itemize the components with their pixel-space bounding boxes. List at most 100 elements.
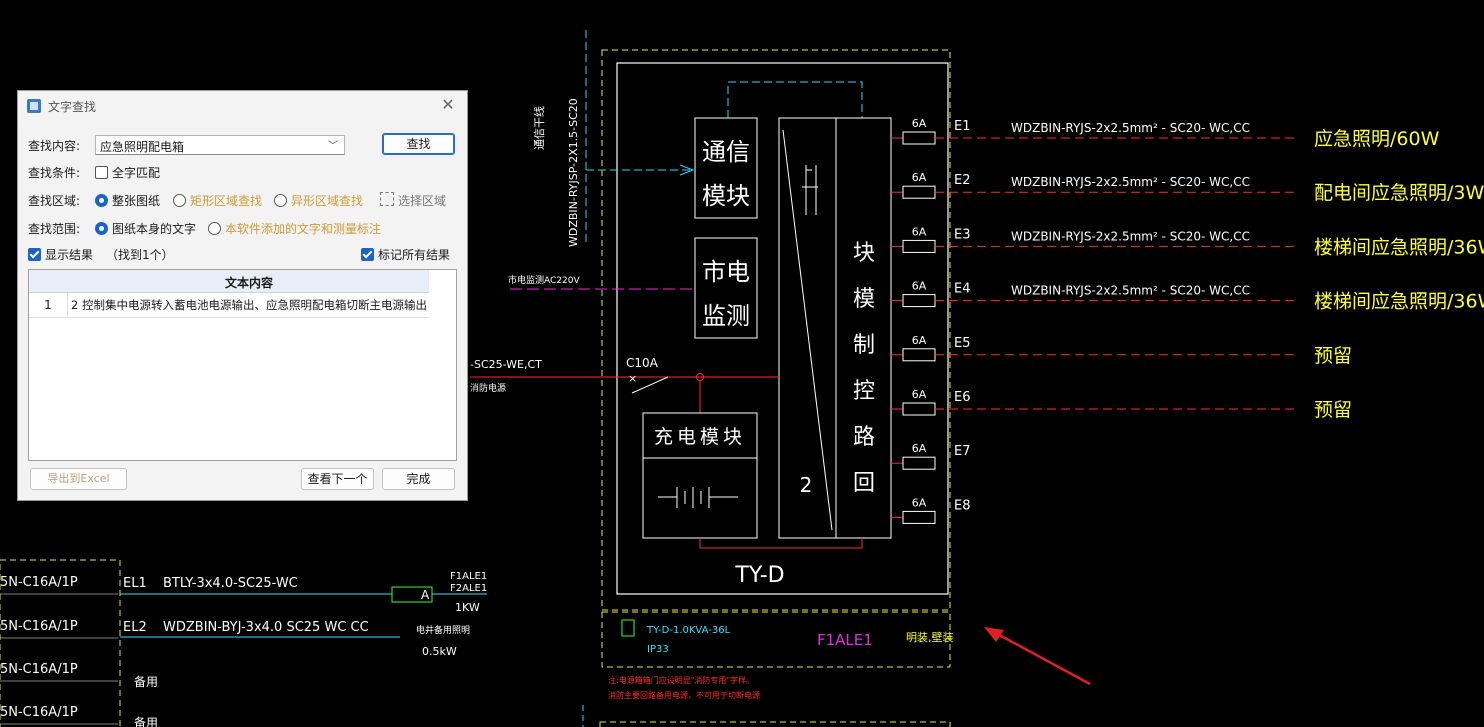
- battery-return-line: [699, 538, 863, 549]
- circuit-load: 预留: [1314, 399, 1352, 421]
- fuse-label: 6A: [912, 334, 927, 347]
- comm-cable-label: WDZBIN-RYJSP-2X1.5-SC20: [567, 98, 580, 247]
- box-outline-dashed: [601, 49, 951, 611]
- mains-module-line1: 市电: [702, 258, 750, 286]
- mains-module-box: [694, 237, 758, 339]
- charge-module-label: 充电模块: [654, 426, 746, 448]
- area-irregular-radio[interactable]: [274, 194, 287, 207]
- row-number: 1: [29, 293, 68, 317]
- chevron-down-icon[interactable]: ﹀: [328, 141, 338, 152]
- table-header-text: 文本内容: [224, 276, 273, 290]
- fuse-label: 6A: [912, 388, 927, 401]
- breaker-cross-icon: ×: [628, 372, 637, 385]
- circuit-cable: WDZBIN-RYJS-2x2.5mm² - SC20- WC,CC: [1011, 175, 1250, 189]
- el2-cable: WDZBIN-BYJ-3x4.0 SC25 WC CC: [163, 620, 369, 635]
- spare-label: 备用: [134, 675, 158, 689]
- fuse-box: [902, 185, 936, 199]
- fuse-box: [902, 402, 936, 416]
- circuit-load: 楼梯间应急照明/36W: [1314, 236, 1484, 258]
- circuit-list: 6A E1 应急照明/60W WDZBIN-RYJS-2x2.5mm² - SC20-…: [891, 117, 1484, 524]
- fuse-box: [902, 510, 936, 524]
- box-mount-label: 明装,壁装: [906, 630, 954, 644]
- mark-all-label: 标记所有结果: [378, 248, 451, 262]
- row-text: 2 控制集中电源转入蓄电池电源输出、应急照明配电箱切断主电源输出: [71, 298, 427, 312]
- box-id-label: F1ALE1: [817, 631, 873, 649]
- dialog-titlebar[interactable]: 文字查找 ✕: [18, 91, 467, 121]
- area-irregular-label: 异形区域查找: [291, 194, 364, 208]
- show-result-checkbox[interactable]: [28, 248, 41, 261]
- circuit-id: E3: [954, 227, 971, 242]
- comm-bus-line: [727, 81, 863, 118]
- whole-match-checkbox[interactable]: [95, 166, 108, 179]
- find-content-combo[interactable]: 应急照明配电箱 ﹀: [95, 135, 345, 155]
- find-button[interactable]: 查找: [382, 133, 455, 155]
- area-rect-label: 矩形区域查找: [190, 194, 263, 208]
- box-inner-frame: [616, 62, 949, 595]
- comm-module-line1: 通信: [702, 138, 750, 166]
- loop-module-char: 回: [853, 471, 875, 496]
- circuit-id: E5: [954, 336, 971, 351]
- circuit-id: E6: [954, 390, 971, 405]
- junction-node: [696, 373, 704, 381]
- circuit-cable: WDZBIN-RYJS-2x2.5mm² - SC20- WC,CC: [1011, 229, 1250, 243]
- find-content-value: 应急照明配电箱: [100, 140, 185, 154]
- done-button[interactable]: 完成: [382, 468, 455, 490]
- show-result-label: 显示结果: [45, 248, 94, 262]
- fuse-box: [902, 348, 936, 362]
- feed-cable-label: -SC25-WE,CT: [470, 358, 542, 371]
- box-info-frame: [601, 611, 951, 668]
- find-content-label: 查找内容:: [28, 139, 81, 153]
- loop-module-char: 制: [853, 333, 875, 358]
- mains-monitor-label: 市电监测AC220V: [508, 274, 580, 286]
- scope-added-radio[interactable]: [208, 222, 221, 235]
- circuit-id: E2: [954, 173, 971, 188]
- area-rect-radio[interactable]: [173, 194, 186, 207]
- circuit-load: 应急照明/60W: [1314, 128, 1440, 150]
- spare-label: 备用: [134, 716, 158, 727]
- fuse-box: [902, 456, 936, 470]
- table-row[interactable]: 1 2 控制集中电源转入蓄电池电源输出、应急照明配电箱切断主电源输出: [29, 293, 429, 318]
- circuit-cable: WDZBIN-RYJS-2x2.5mm² - SC20- WC,CC: [1011, 121, 1250, 135]
- mark-all-checkbox[interactable]: [361, 248, 374, 261]
- export-excel-button[interactable]: 导出到Excel: [30, 468, 127, 490]
- fuse-label: 6A: [912, 442, 927, 455]
- area-whole-radio[interactable]: [95, 194, 108, 207]
- result-table[interactable]: 文本内容 1 2 控制集中电源转入蓄电池电源输出、应急照明配电箱切断主电源输出: [28, 269, 457, 461]
- lower-breaker-label: 5N-C16A/1P: [0, 575, 78, 590]
- loop-module-char: 控: [853, 379, 875, 404]
- fuse-box: [902, 294, 936, 308]
- fuse-box: [902, 131, 936, 145]
- circuit-id: E4: [954, 282, 971, 297]
- kw2-label: 0.5kW: [422, 645, 457, 658]
- loop-module-label: 块模制控路回: [853, 241, 875, 496]
- loop-module-char: 块: [853, 241, 875, 266]
- circuit-load: 预留: [1314, 345, 1352, 367]
- next-button[interactable]: 查看下一个: [301, 468, 374, 490]
- red-note-2: 消防主要回路备用电源，不可用于切断电源: [608, 690, 760, 700]
- scope-label: 查找范围:: [28, 222, 81, 236]
- battery-icon: [658, 487, 738, 508]
- scope-drawing-radio[interactable]: [95, 222, 108, 235]
- lower-breaker-label: 5N-C16A/1P: [0, 619, 78, 634]
- box-name-label: TY-D: [734, 563, 784, 588]
- fuse-label: 6A: [912, 280, 927, 293]
- close-icon[interactable]: ✕: [441, 95, 455, 114]
- red-note-1: 注:电源箱箱门应设明显"消防专用"字样。: [608, 675, 754, 685]
- select-area-button[interactable]: 选择区域: [398, 194, 447, 208]
- lamp-box: [391, 586, 433, 603]
- loop-module-text: 块模制控路回: [853, 241, 875, 496]
- lower-breaker-label: 5N-C16A/1P: [0, 705, 78, 720]
- annotation-arrow-line: [991, 629, 1091, 686]
- box-symbol-icon: [621, 619, 635, 637]
- circuit-id: E1: [954, 119, 971, 134]
- inverter-mark: 2: [800, 473, 813, 497]
- lamp-box-label: A: [421, 588, 430, 602]
- comm-module-box: [694, 117, 758, 219]
- circuit-id: E8: [954, 498, 971, 513]
- area-label: 查找区域:: [28, 194, 81, 208]
- fuse-label: 6A: [912, 225, 927, 238]
- text-search-dialog: 文字查找 ✕ 查找内容: 应急照明配电箱 ﹀ 查找 查找条件: 全字匹配 查找区…: [17, 90, 468, 501]
- loop-module-char: 路: [853, 425, 875, 450]
- feed-note-label: 消防电源: [470, 382, 506, 394]
